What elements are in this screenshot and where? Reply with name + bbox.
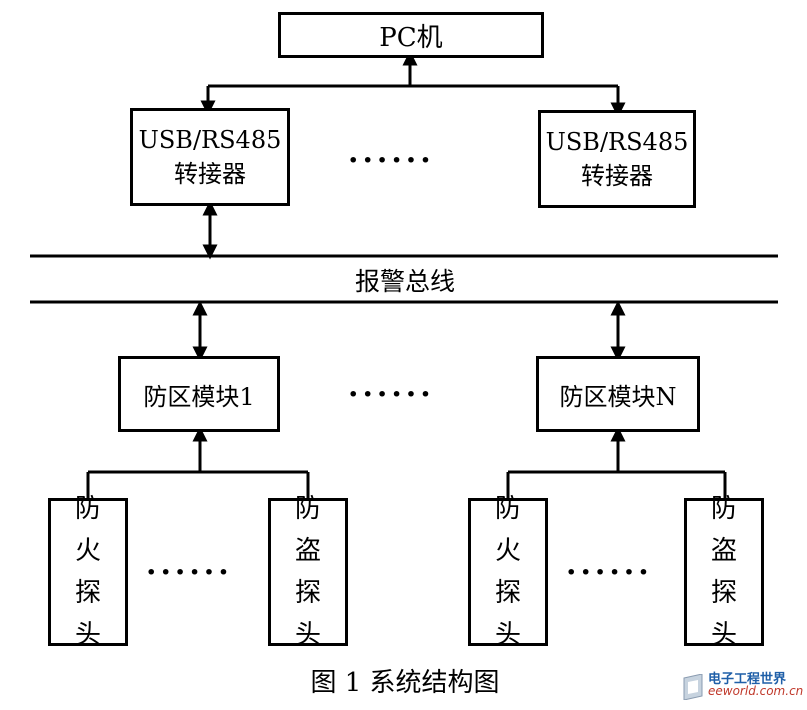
theft-detector-2-char-4: 头	[710, 620, 737, 650]
converter-2-line1: USB/RS485	[545, 128, 689, 156]
watermark-en-text: eeworld.com.cn	[708, 684, 804, 698]
fire-detector-2-char-3: 探	[494, 578, 521, 608]
zone-module-n-box: 防区模块N	[536, 356, 700, 432]
detector-ellipsis-1: ······	[146, 555, 233, 590]
fire-detector-1-char-1: 防	[74, 494, 101, 524]
fire-detector-2-box: 防 火 探 头	[468, 494, 548, 650]
fire-detector-1-char-2: 火	[74, 536, 101, 566]
watermark-cn-text: 电子工程世界	[708, 672, 787, 687]
theft-detector-1-char-4: 头	[294, 620, 321, 650]
zone-module-1-label: 防区模块1	[143, 382, 255, 411]
theft-detector-1-char-2: 盗	[294, 536, 321, 566]
theft-detector-2-box: 防 盗 探 头	[684, 494, 764, 650]
watermark-logo-icon	[683, 674, 703, 700]
converter-1-line2: 转接器	[174, 160, 246, 188]
fire-detector-2-char-1: 防	[494, 494, 521, 524]
converter-1-line1: USB/RS485	[138, 126, 282, 154]
figure-caption: 图 1 系统结构图	[310, 668, 500, 698]
fire-detector-1-char-4: 头	[74, 620, 101, 650]
theft-detector-2-char-1: 防	[710, 494, 737, 524]
fire-detector-2-char-4: 头	[494, 620, 521, 650]
converter-box-1: USB/RS485 转接器	[130, 108, 290, 206]
zone-module-n-label: 防区模块N	[559, 382, 677, 411]
fire-detector-1-char-3: 探	[74, 578, 101, 608]
zone-module-ellipsis: ······	[348, 377, 435, 412]
converter-ellipsis: ······	[348, 143, 435, 178]
alarm-bus-label: 报警总线	[354, 267, 455, 296]
detector-ellipsis-2: ······	[566, 555, 653, 590]
theft-detector-2-char-3: 探	[710, 578, 737, 608]
theft-detector-1-box: 防 盗 探 头	[268, 494, 348, 650]
pc-box: PC机	[278, 12, 544, 58]
theft-detector-1-char-3: 探	[294, 578, 321, 608]
converter-2-line2: 转接器	[581, 162, 653, 190]
watermark: 电子工程世界 eeworld.com.cn	[682, 668, 804, 706]
fire-detector-2-char-2: 火	[494, 536, 521, 566]
converter-box-2: USB/RS485 转接器	[538, 110, 696, 208]
pc-label: PC机	[379, 22, 443, 53]
zone-module-1-box: 防区模块1	[118, 356, 280, 432]
theft-detector-2-char-2: 盗	[710, 536, 737, 566]
fire-detector-1-box: 防 火 探 头	[48, 494, 128, 650]
theft-detector-1-char-1: 防	[294, 494, 321, 524]
